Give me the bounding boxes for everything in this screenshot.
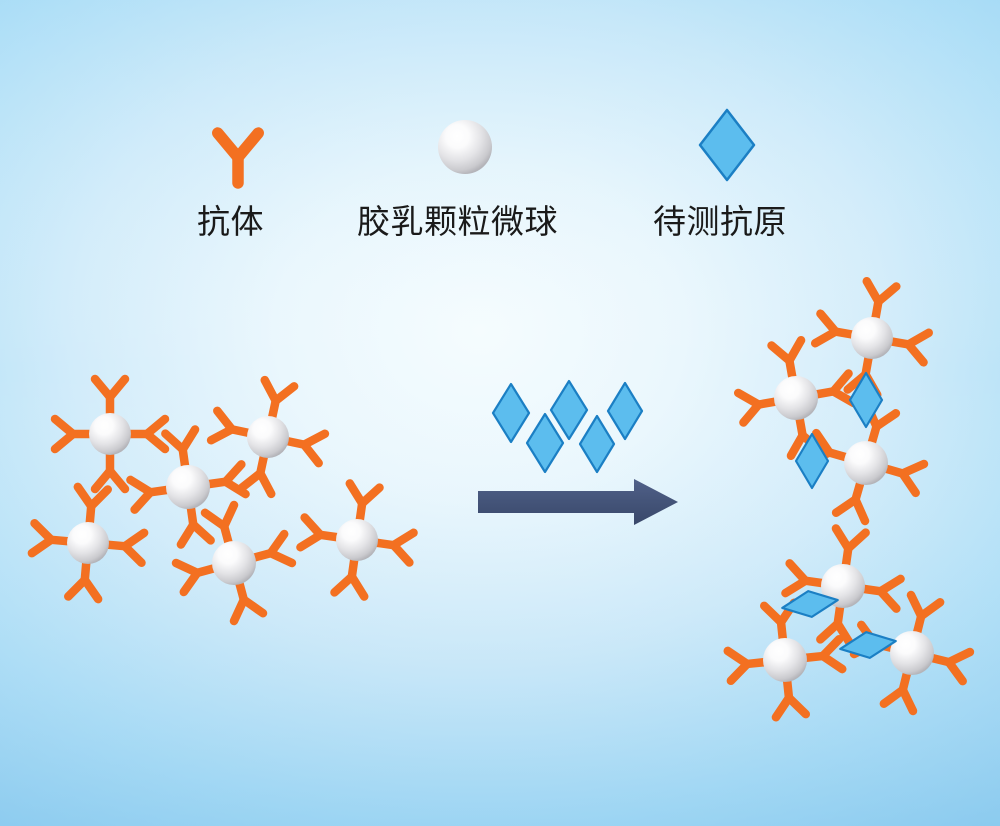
antigen-diamond-icon [839,631,897,659]
latex-particle [300,483,413,596]
latex-particle [815,281,929,395]
latex-sphere-icon [166,465,210,509]
antigen-diamond-icon [794,432,830,490]
latex-sphere-icon [763,638,807,682]
antigen-diamond-icon [606,381,644,441]
antibody-y-icon [95,379,125,416]
antibody-y-icon [205,464,246,499]
latex-particle [728,603,843,718]
antigen-diamond-icon [698,108,756,182]
antibody-y-icon [218,133,259,183]
antibody-y-icon [105,530,144,563]
latex-sphere-icon [247,416,289,458]
latex-sphere-icon [821,564,865,608]
legend-label-latex-sphere: 胶乳颗粒微球 [357,202,558,241]
antibody-y-icon [165,429,200,470]
antibody-y-icon [728,647,768,681]
latex-sphere-icon [844,441,888,485]
latex-particle [785,528,900,643]
antibody-y-icon [860,574,901,609]
legend-label-antibody: 抗体 [197,202,264,241]
latex-sphere-icon [67,522,109,564]
free-antigen-group [491,379,644,474]
antibody-y-icon [242,451,279,493]
antibody-y-icon [802,639,842,673]
agglutinated-cluster-top [738,281,929,521]
antibody-y-icon [282,426,324,463]
latex-sphere-icon [774,376,818,420]
antigen-diamond-icon [549,379,589,441]
antibody-y-icon [68,560,101,599]
latex-particle [32,487,144,599]
antibody-y-icon [130,475,171,510]
antibody-y-icon [345,483,380,524]
antibody-y-icon [373,528,414,563]
latex-sphere-icon [438,120,492,174]
antibody-y-icon [32,523,71,556]
latex-sphere-icon [336,519,378,561]
antibody-y-icon [831,528,866,569]
antibody-y-icon [738,387,780,423]
reaction-arrow [478,479,678,525]
legend-label-antigen: 待测抗原 [653,202,787,241]
antibody-y-icon [860,281,896,323]
antigen-diamond-icon [781,590,839,618]
antibody-y-icon [887,326,929,362]
latex-particle [854,595,970,711]
antigen-diamond-icon [525,412,565,474]
latex-sphere-icon [890,631,934,675]
antibody-y-icon [772,340,808,382]
unreacted-latex-particles [32,379,414,621]
antigen-diamond-icon [578,414,616,474]
latex-sphere-icon [89,413,131,455]
antibody-y-icon [257,380,294,422]
antibody-y-icon [95,452,125,489]
latex-particle [211,380,325,494]
antigen-diamond-icon [491,382,531,444]
latex-particle [176,505,292,621]
latex-particle [130,429,245,544]
antibody-y-icon [815,314,857,350]
latex-sphere-icon [851,317,893,359]
antibody-y-icon [128,419,165,449]
latex-sphere-icon [212,541,256,585]
antibody-y-icon [334,556,369,597]
antibody-y-icon [55,419,92,449]
legend-group [218,108,756,183]
bound-antigen-group-bottom [781,590,897,659]
agglutinated-cluster-bottom [728,528,970,717]
latex-particle [55,379,165,489]
latex-particle [808,405,924,521]
antibody-y-icon [211,411,253,448]
antibody-y-icon [75,487,108,526]
latex-particle [738,340,854,456]
antibody-y-icon [772,677,806,717]
bound-antigen-group-top [794,371,884,490]
antigen-diamond-icon [848,371,884,429]
antibody-y-icon [300,517,341,552]
